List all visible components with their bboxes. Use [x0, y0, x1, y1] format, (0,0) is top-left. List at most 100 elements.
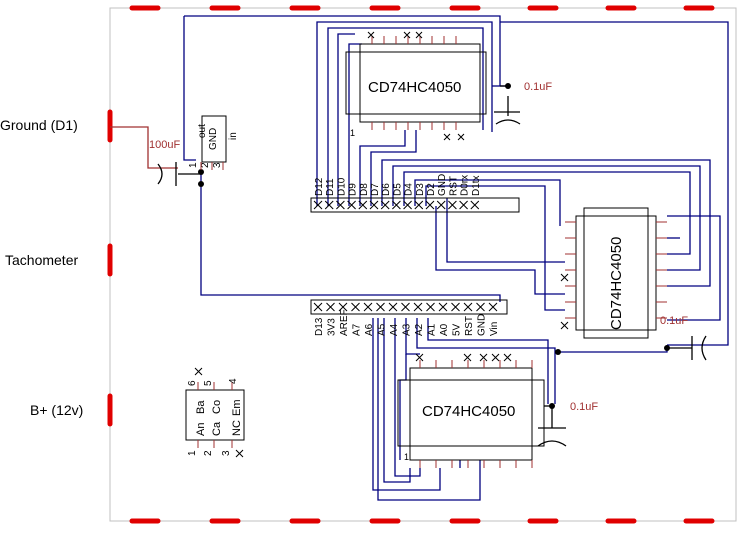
top-chip-pin-one: 1 [350, 128, 355, 138]
connector-label-an: An [195, 423, 207, 436]
right-cap-node-2 [555, 349, 561, 355]
regulator-num-2: 2 [200, 162, 211, 168]
header-pin-label: AREF [339, 309, 350, 336]
header-pin [401, 302, 410, 312]
bottom-capacitor [537, 405, 567, 447]
connector-body [185, 389, 245, 441]
header-pin-label: GND [437, 174, 448, 196]
header-pin [358, 200, 368, 210]
header-pin-label: D8 [359, 183, 370, 196]
input-capacitor [157, 162, 201, 186]
wires [110, 15, 729, 501]
header-pin [363, 302, 373, 312]
right-chip-inner [575, 215, 657, 331]
header-pin-label: D0rx [460, 175, 471, 196]
header-pin-label: D5 [392, 183, 403, 196]
connector-pins [197, 382, 233, 448]
header-pin [403, 200, 412, 210]
bplus-label: B+ (12v) [30, 402, 84, 418]
header-bottom [310, 299, 508, 315]
header-top-pins [313, 200, 480, 210]
top-chip-nc-marks [367, 31, 465, 141]
connector-num-4: 4 [228, 378, 239, 384]
right-cap-label: 0.1uF [660, 315, 688, 327]
header-pin [326, 302, 335, 312]
bottom-chip-inner [397, 379, 545, 447]
header-pin-label: A2 [414, 323, 425, 336]
header-pin [436, 200, 446, 210]
header-pin-label: A7 [352, 323, 363, 336]
header-pin-label: D13 [314, 317, 325, 336]
bottom-chip-pin-one: 1 [404, 452, 409, 462]
header-pin-label: D3 [415, 183, 426, 196]
header-pin-label: D1tx [471, 175, 482, 196]
bottom-chip-nc-marks [415, 353, 512, 362]
header-pin-label: A1 [427, 323, 438, 336]
connector-num-1: 1 [187, 450, 198, 456]
top-cap-label: 0.1uF [524, 81, 552, 93]
bottom-cap-label: 0.1uF [570, 401, 598, 413]
header-bottom-pins [313, 302, 498, 312]
connector-num-6: 6 [187, 380, 198, 386]
input-cap-node-1 [198, 169, 204, 175]
header-pin [388, 302, 398, 312]
right-chip-label: CD74HC4050 [608, 237, 625, 330]
header-pin-label: GND [477, 314, 488, 336]
header-pin-label: 3V3 [327, 318, 338, 336]
header-pin-label: D10 [336, 177, 347, 196]
regulator-pin-out: out [197, 124, 208, 138]
header-pin [476, 302, 485, 312]
right-cap-node [664, 345, 670, 351]
edge-pads [107, 5, 715, 524]
connector-label-co: Co [211, 400, 223, 414]
right-capacitor [667, 335, 707, 361]
header-pin [488, 302, 498, 312]
header-pin [336, 200, 345, 210]
bottom-cap-node [549, 403, 555, 409]
ground-label: Ground (D1) [0, 117, 78, 133]
header-pin-label: 5V [452, 323, 463, 336]
header-pin [413, 302, 423, 312]
top-capacitor [494, 85, 521, 125]
header-pin [448, 200, 457, 210]
header-pin-label: D7 [370, 183, 381, 196]
header-pin-label: RST [448, 176, 459, 196]
header-pin [392, 200, 401, 210]
top-cap-node [505, 83, 511, 89]
header-pin-label: D9 [348, 183, 359, 196]
header-pin [459, 200, 468, 210]
header-pin [463, 302, 473, 312]
header-pin [324, 200, 334, 210]
header-pin [313, 302, 323, 312]
right-chip-body [583, 207, 649, 339]
header-pin [347, 200, 356, 210]
regulator-num-3: 3 [212, 162, 223, 168]
right-chip-nc-marks [560, 273, 569, 330]
regulator-pins [200, 162, 224, 170]
header-pin-label: RST [464, 316, 475, 336]
header-pin [425, 200, 435, 210]
header-pin-label: A0 [439, 323, 450, 336]
header-pin-label: D2 [426, 183, 437, 196]
header-pin-label: Vin [489, 322, 500, 336]
regulator-num-1: 1 [188, 162, 199, 168]
connector-num-3: 3 [221, 450, 232, 456]
header-pin-label: D6 [381, 183, 392, 196]
header-pin [451, 302, 460, 312]
tachometer-label: Tachometer [5, 252, 79, 268]
header-pin [376, 302, 385, 312]
header-pin-label: A3 [402, 323, 413, 336]
bottom-chip-pins [419, 360, 533, 468]
connector-nc-marks [194, 367, 244, 458]
right-chip-pins [565, 221, 667, 319]
top-chip-label: CD74HC4050 [368, 79, 461, 96]
header-pin [426, 302, 435, 312]
connector-num-5: 5 [203, 380, 214, 386]
connector-label-em: Em [231, 400, 243, 417]
top-chip-pins [371, 36, 457, 130]
header-pin [338, 302, 348, 312]
input-cap-label: 100uF [149, 139, 180, 151]
